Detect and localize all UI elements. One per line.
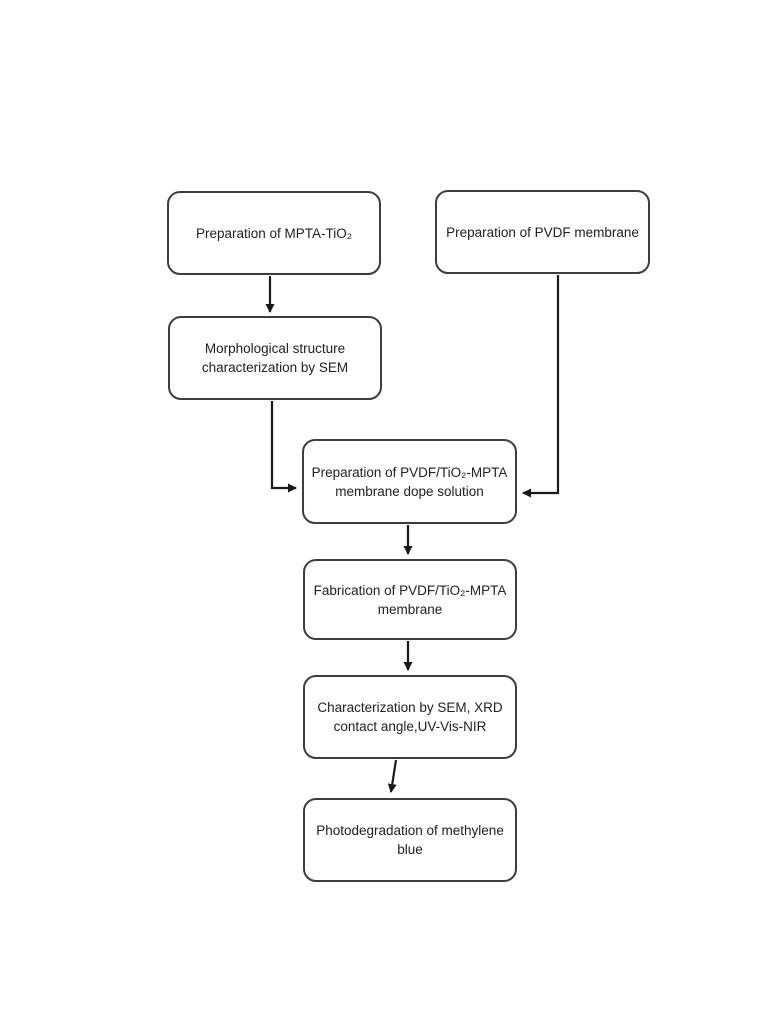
node-label: Preparation of PVDF/TiO₂-MPTA bbox=[311, 464, 508, 480]
connector-morphsem-to-dope bbox=[270, 401, 297, 493]
node-photodegradation-methylene-blue: Photodegradation of methylene blue bbox=[303, 798, 517, 882]
node-morphological-characterization-sem: Morphological structure characterization… bbox=[168, 316, 382, 400]
node-label: Morphological structure bbox=[204, 341, 346, 356]
node-characterization-sem-xrd: Characterization by SEM, XRD contact ang… bbox=[303, 675, 517, 759]
node-label: Characterization by SEM, XRD bbox=[317, 700, 503, 715]
connector-characterization-to-photodegradation bbox=[387, 759, 398, 793]
node-label: Preparation of MPTA-TiO₂ bbox=[195, 225, 353, 241]
node-label: membrane bbox=[377, 601, 443, 617]
node-preparation-dope-solution: Preparation of PVDF/TiO₂-MPTA membrane d… bbox=[302, 439, 517, 524]
node-label: characterization by SEM bbox=[201, 360, 349, 375]
node-preparation-mpta-tio2: Preparation of MPTA-TiO₂ bbox=[167, 191, 381, 275]
node-label: Photodegradation of methylene bbox=[316, 823, 504, 838]
node-label: Fabrication of PVDF/TiO₂-MPTA bbox=[313, 582, 507, 598]
node-preparation-pvdf-membrane: Preparation of PVDF membrane bbox=[435, 190, 650, 274]
node-fabrication-membrane: Fabrication of PVDF/TiO₂-MPTA membrane bbox=[303, 559, 517, 640]
node-label: contact angle,UV-Vis-NIR bbox=[333, 719, 487, 734]
connector-preppvdf-to-dope bbox=[522, 275, 560, 498]
node-label: Preparation of PVDF membrane bbox=[446, 224, 639, 240]
node-label: membrane dope solution bbox=[335, 483, 484, 499]
node-label: blue bbox=[397, 842, 423, 857]
